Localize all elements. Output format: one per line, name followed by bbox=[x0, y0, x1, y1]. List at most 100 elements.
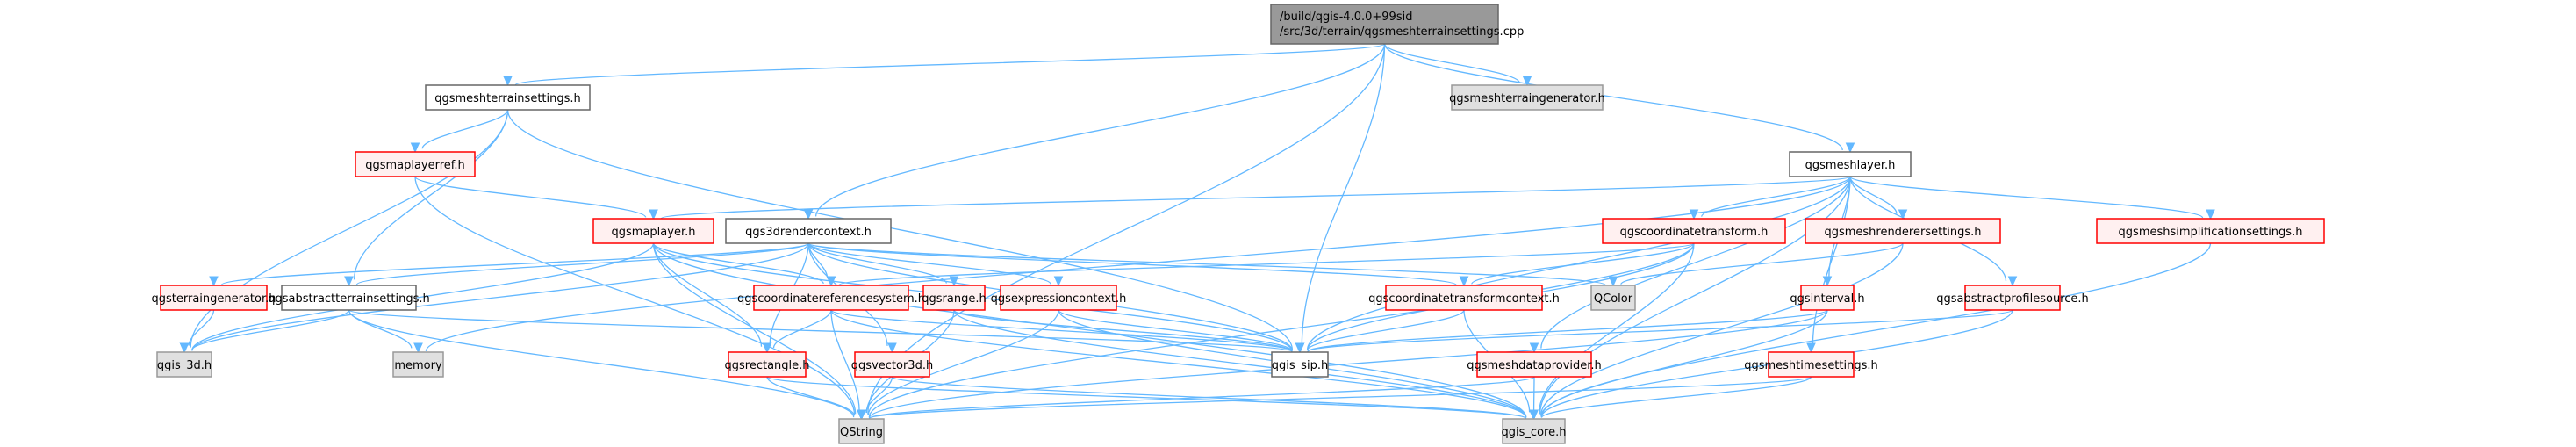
node-abstractterrainsettings[interactable]: qgsabstractterrainsettings.h bbox=[268, 285, 430, 311]
node-label: /build/qgis-4.0.0+99sid bbox=[1280, 11, 1412, 24]
node-transformcontext[interactable]: qgscoordinatetransformcontext.h bbox=[1368, 285, 1560, 311]
node-terraingenerator[interactable]: qgsterraingenerator.h bbox=[151, 285, 276, 311]
arrowhead-icon bbox=[1529, 342, 1539, 354]
node-box bbox=[1800, 285, 1855, 311]
edge-root-to-meshlayer bbox=[1383, 43, 1855, 154]
arrowhead-icon bbox=[344, 276, 354, 287]
node-box bbox=[728, 351, 807, 378]
node-meshlayer[interactable]: qgsmeshlayer.h bbox=[1789, 151, 1912, 177]
node-root: /build/qgis-4.0.0+99sid/src/3d/terrain/q… bbox=[1270, 4, 1524, 45]
node-range[interactable]: qgsrange.h bbox=[922, 285, 987, 311]
arrowhead-icon bbox=[826, 276, 836, 287]
node-box bbox=[160, 285, 268, 311]
arrowhead-icon bbox=[887, 342, 897, 354]
node-crs[interactable]: qgscoordinatereferencesystem.h bbox=[737, 285, 925, 311]
node-box bbox=[838, 418, 885, 444]
node-meshdataprovider[interactable]: qgsmeshdataprovider.h bbox=[1467, 351, 1602, 378]
arrowhead-icon bbox=[413, 342, 423, 354]
node-box bbox=[281, 285, 417, 311]
node-label: qgsmeshterraingenerator.h bbox=[1449, 92, 1605, 105]
node-interval[interactable]: qgsinterval.h bbox=[1790, 285, 1865, 311]
node-meshrenderersettings[interactable]: qgsmeshrenderersettings.h bbox=[1805, 218, 2001, 244]
arrowhead-icon bbox=[2007, 276, 2018, 287]
node-label: QColor bbox=[1594, 292, 1633, 306]
node-box bbox=[1385, 285, 1543, 311]
node-box bbox=[1476, 351, 1592, 378]
node-label: qgsmeshterrainsettings.h bbox=[434, 92, 581, 105]
edge-maplayerref-to-maplayer bbox=[414, 176, 658, 220]
arrowhead-icon bbox=[857, 409, 866, 421]
node-label: qgsmeshtimesettings.h bbox=[1744, 359, 1878, 372]
node-rendercontext3d[interactable]: qgs3drendercontext.h bbox=[725, 218, 892, 244]
node-label: qgsexpressioncontext.h bbox=[991, 292, 1127, 306]
node-label: qgsmeshdataprovider.h bbox=[1467, 359, 1602, 372]
edge-rendercontext3d-to-range bbox=[807, 242, 959, 287]
arrowhead-icon bbox=[1806, 342, 1816, 354]
arrowhead-icon bbox=[762, 342, 772, 354]
node-abstractprofilesource[interactable]: qgsabstractprofilesource.h bbox=[1936, 285, 2089, 311]
node-box bbox=[854, 351, 930, 378]
node-label: qgscoordinatetransform.h bbox=[1620, 226, 1769, 239]
arrowhead-icon bbox=[1898, 209, 1908, 220]
node-meshterrainsettings[interactable]: qgsmeshterrainsettings.h bbox=[425, 84, 591, 111]
node-label: qgsinterval.h bbox=[1790, 292, 1864, 306]
edge-meshlayer-to-meshtimesettings bbox=[1806, 176, 1851, 354]
arrowhead-icon bbox=[1053, 276, 1064, 287]
edge-meshrenderersettings-to-qgiscore bbox=[1529, 242, 1904, 421]
edge-meshlayer-to-maplayer bbox=[649, 176, 1851, 220]
node-box bbox=[392, 351, 444, 378]
node-box bbox=[1502, 418, 1566, 444]
edge-crs-to-rectangle bbox=[762, 309, 832, 354]
node-box bbox=[1590, 285, 1636, 311]
node-label: /src/3d/terrain/qgsmeshterrainsettings.c… bbox=[1280, 25, 1524, 39]
node-label: qgsrectangle.h bbox=[724, 359, 809, 372]
arrowhead-icon bbox=[1459, 276, 1469, 287]
edge-rectangle-to-qgiscore bbox=[766, 376, 1539, 421]
edge-root-to-meshterrainsettings bbox=[503, 43, 1386, 87]
node-maplayerref[interactable]: qgsmaplayerref.h bbox=[355, 151, 476, 177]
node-box bbox=[725, 218, 892, 244]
node-meshtimesettings[interactable]: qgsmeshtimesettings.h bbox=[1744, 351, 1878, 378]
node-expressioncontext[interactable]: qgsexpressioncontext.h bbox=[991, 285, 1127, 311]
node-maplayer[interactable]: qgsmaplayer.h bbox=[592, 218, 714, 244]
edge-coordinatetransform-to-crs bbox=[826, 242, 1695, 287]
arrowhead-icon bbox=[949, 276, 959, 287]
node-label: qgsvector3d.h bbox=[851, 359, 933, 372]
node-label: qgsmaplayerref.h bbox=[365, 159, 465, 172]
node-box bbox=[1789, 151, 1912, 177]
node-qgissip[interactable]: qgis_sip.h bbox=[1271, 351, 1329, 378]
arrowhead-icon bbox=[209, 276, 219, 287]
edge-rendercontext3d-to-expressioncontext bbox=[807, 242, 1064, 287]
node-box bbox=[1768, 351, 1855, 378]
node-label: qgsmeshrenderersettings.h bbox=[1824, 226, 1981, 239]
node-label: qgsmeshlayer.h bbox=[1805, 159, 1896, 172]
node-coordinatetransform[interactable]: qgscoordinatetransform.h bbox=[1602, 218, 1786, 244]
edge-root-to-meshterraingenerator bbox=[1383, 43, 1532, 87]
node-label: qgs3drendercontext.h bbox=[745, 226, 872, 239]
node-qstring: QString bbox=[838, 418, 885, 444]
edge-abstractprofilesource-to-qgissip bbox=[1295, 309, 2013, 354]
node-box bbox=[2096, 218, 2325, 244]
edge-rendercontext3d-to-transformcontext bbox=[807, 242, 1469, 287]
node-box bbox=[753, 285, 909, 311]
node-box bbox=[1000, 285, 1117, 311]
edge-layer bbox=[179, 43, 2215, 421]
arrowhead-icon bbox=[649, 209, 658, 220]
edge-meshterrainsettings-to-maplayerref bbox=[410, 109, 509, 154]
edge-meshrenderersettings-to-qcolor bbox=[1608, 242, 1904, 287]
node-label: qgis_core.h bbox=[1502, 426, 1567, 439]
edge-crs-to-qgissip bbox=[830, 309, 1305, 354]
node-box bbox=[355, 151, 476, 177]
edge-abstractterrainsettings-to-qgis3d bbox=[179, 309, 350, 354]
edge-meshlayer-to-meshrenderersettings bbox=[1849, 176, 1908, 220]
node-box bbox=[1270, 4, 1499, 45]
node-qgiscore: qgis_core.h bbox=[1502, 418, 1567, 444]
node-vector3d[interactable]: qgsvector3d.h bbox=[851, 351, 933, 378]
arrowhead-icon bbox=[1529, 409, 1539, 421]
node-meshsimplificationsettings[interactable]: qgsmeshsimplificationsettings.h bbox=[2096, 218, 2325, 244]
node-rectangle[interactable]: qgsrectangle.h bbox=[724, 351, 810, 378]
node-box bbox=[592, 218, 714, 244]
node-qcolor: QColor bbox=[1590, 285, 1636, 311]
node-label: qgsabstractprofilesource.h bbox=[1936, 292, 2089, 306]
edge-interval-to-qgissip bbox=[1295, 309, 1828, 354]
